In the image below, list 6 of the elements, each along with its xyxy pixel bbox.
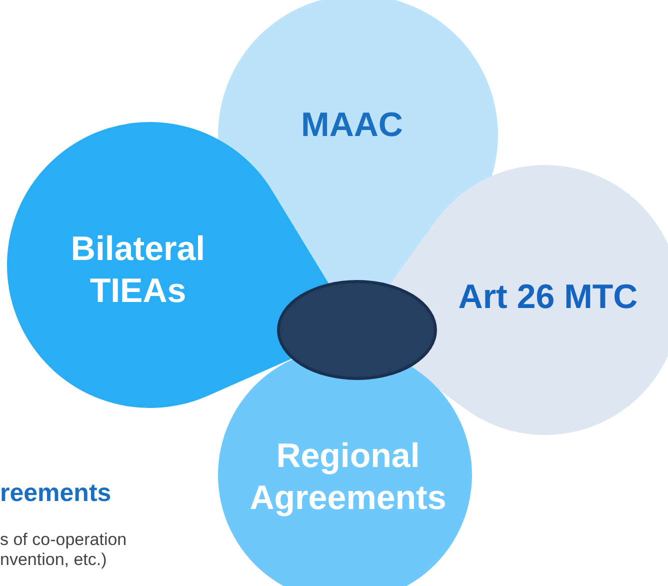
petal-label: MAAC (300, 105, 404, 146)
description-text: s of co-operation nvention, etc.) (0, 530, 128, 571)
petal-label: Regional Agreements (248, 436, 448, 519)
petal-label: Bilateral TIEAs (70, 229, 206, 312)
petal-label: Art 26 MTC (457, 277, 639, 318)
section-heading: reements (0, 478, 112, 508)
